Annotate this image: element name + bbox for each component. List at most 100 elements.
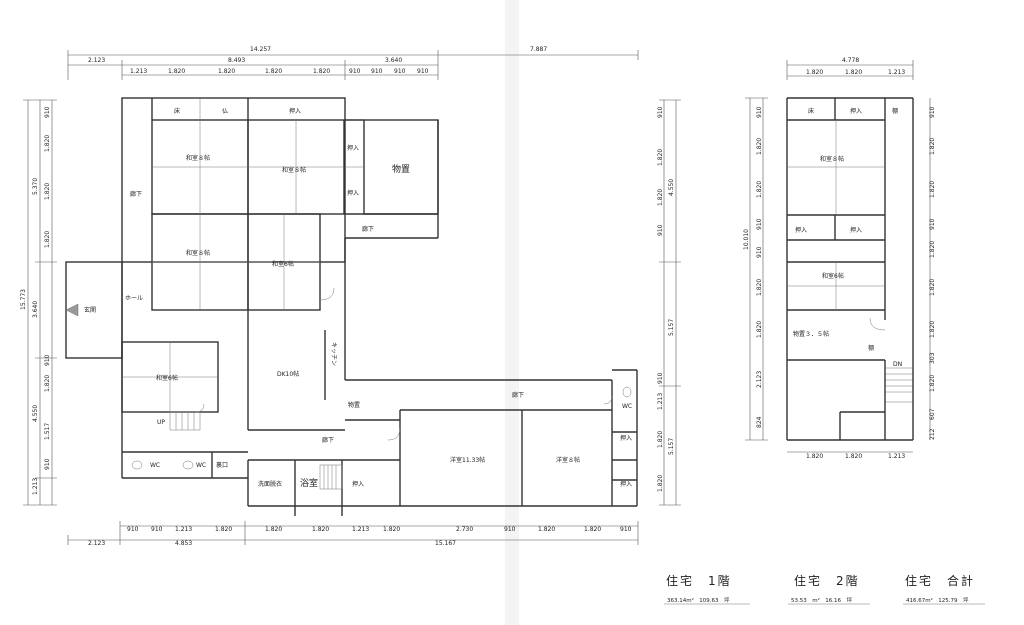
dim-right-in-4: 910 [657, 224, 664, 236]
f2-label-dn: DN [893, 361, 902, 368]
label-wc-c: WC [622, 403, 632, 410]
label-wc-b: WC [196, 462, 206, 469]
dim-bot-8: 1.820 [383, 526, 400, 533]
label-oshiire-b3: 押入 [620, 480, 632, 488]
label-dk: DK10帖 [277, 370, 299, 378]
f2-dim-top-3: 1.213 [888, 69, 905, 76]
f2-dim-r1: 910 [929, 106, 936, 118]
dim-top-a: 2.123 [88, 57, 105, 64]
title-block: 住宅 1階 住宅 2階 住宅 合計 363.14m² 109.63 坪 53.5… [664, 573, 985, 605]
label-kitchen: キッチン [330, 342, 337, 366]
dim-left-in-2: 1.820 [44, 135, 51, 152]
floor1-details [65, 98, 914, 490]
dim-left-in-7: 1.517 [44, 423, 51, 440]
floor1-room-labels: 床 仏 押入 和室８帖 和室８帖 和室８帖 和室6帖 和室6帖 押入 押入 物置… [84, 107, 632, 489]
f2-dim-l2: 1.820 [756, 138, 763, 155]
dim-right-in-5: 910 [657, 372, 664, 384]
dim-bot-4: 1.820 [215, 526, 232, 533]
floor2-walls [786, 97, 914, 441]
dim-top-d6: 910 [349, 68, 361, 75]
dim-left-in-6: 1.820 [44, 375, 51, 392]
label-toko-1f: 床 [174, 107, 180, 115]
dim-left-in-1: 910 [44, 106, 51, 118]
label-genkan: 玄関 [84, 306, 96, 314]
dim-left-in-5: 910 [44, 354, 51, 366]
f2-dim-r8: 303 [929, 352, 936, 364]
f2-dim-top-1: 1.820 [806, 69, 823, 76]
dim-total-1: 14.257 [250, 46, 271, 53]
f2-dim-left-outer: 10.010 [743, 229, 750, 250]
f2-label-oshiire-mid-1: 押入 [795, 226, 807, 234]
dim-top-d3: 1.820 [218, 68, 235, 75]
dim-top-d2: 1.820 [168, 68, 185, 75]
dim-bot-11: 1.820 [538, 526, 555, 533]
label-hall: ホール [125, 295, 143, 302]
floor1-left-dim-labels: 15.773 5.370 3.640 4.550 1.213 910 1.820… [20, 106, 51, 495]
dim-right-mid-1: 4.550 [668, 179, 675, 196]
floor2-dimensions [745, 60, 931, 453]
f2-label-tana-top: 棚 [892, 107, 898, 115]
dim-left-mid-2: 3.640 [32, 301, 39, 318]
label-oshiire-r1: 押入 [347, 144, 359, 152]
title-floor1: 住宅 1階 [666, 573, 732, 588]
floor1-top-dim-labels: 14.257 7.887 2.123 8.493 3.640 1.213 1.8… [88, 46, 547, 75]
f2-dim-l7: 1.820 [756, 321, 763, 338]
floor1-right-dim-labels: 910 1.820 1.820 910 910 1.213 1.820 1.82… [657, 106, 675, 492]
floor1-dimensions [23, 50, 681, 545]
f2-dim-r2: 1.820 [929, 138, 936, 155]
dim-right-in-2: 1.820 [657, 149, 664, 166]
f2-dim-r7: 1.820 [929, 321, 936, 338]
dim-top-b: 8.493 [228, 57, 245, 64]
f2-label-washitsu6: 和室6帖 [822, 272, 844, 280]
label-washitsu6-b: 和室6帖 [156, 374, 178, 382]
dim-top-d4: 1.820 [265, 68, 282, 75]
dim-right-in-6: 1.213 [657, 393, 664, 410]
label-yoshitsu8: 洋室８帖 [556, 456, 580, 464]
f2-dim-r5: 1.820 [929, 241, 936, 258]
dim-right-mid-3: 5.157 [668, 438, 675, 455]
label-wc-a: WC [150, 462, 160, 469]
f2-dim-r6: 1.820 [929, 279, 936, 296]
area-floor2: 53.53 m² 16.16 坪 [791, 596, 853, 604]
label-up: UP [157, 419, 165, 426]
f2-dim-bot-1: 1.820 [806, 453, 823, 460]
f2-dim-l3: 1.820 [756, 181, 763, 198]
dim-bot-total-a: 2.123 [88, 540, 105, 547]
dim-bot-10: 910 [504, 526, 516, 533]
label-yokushitsu: 浴室 [300, 477, 318, 489]
dim-bot-7: 1.213 [352, 526, 369, 533]
label-oshiire-top: 押入 [289, 107, 301, 115]
label-roka-d: 廊下 [512, 391, 524, 399]
dim-top-d5: 1.820 [313, 68, 330, 75]
f2-dim-r3: 1.820 [929, 181, 936, 198]
f2-dim-l1: 910 [756, 106, 763, 118]
f2-dim-top-2: 1.820 [845, 69, 862, 76]
label-oshiire-b2: 押入 [620, 434, 632, 442]
f2-dim-top: 4.778 [842, 57, 859, 64]
dim-top-d8: 910 [394, 68, 406, 75]
dim-right-in-1: 910 [657, 106, 664, 118]
floor2-dim-labels: 4.778 1.820 1.820 1.213 1.820 1.820 1.21… [743, 57, 936, 460]
dim-bot-2: 910 [151, 526, 163, 533]
dim-bot-6: 1.820 [312, 526, 329, 533]
f2-dim-r10: 607 [929, 408, 936, 420]
f2-dim-l9: 824 [756, 416, 763, 428]
label-uraguchi: 裏口 [216, 461, 228, 469]
area-floor1: 363.14m² 109.63 坪 [667, 596, 730, 604]
dim-bot-3: 1.213 [175, 526, 192, 533]
label-oshiire-b1: 押入 [352, 480, 364, 488]
f2-label-oshiire-mid-2: 押入 [850, 226, 862, 234]
f2-dim-l5: 910 [756, 246, 763, 258]
dim-total-2: 7.887 [530, 46, 547, 53]
dim-left-in-4: 1.820 [44, 231, 51, 248]
f2-label-toko: 床 [808, 107, 814, 115]
f2-dim-bot-3: 1.213 [888, 453, 905, 460]
f2-dim-bot-2: 1.820 [845, 453, 862, 460]
f2-dim-r4: 910 [929, 218, 936, 230]
dim-left-mid-3: 4.550 [32, 405, 39, 422]
floor2-room-labels: 床 押入 棚 和室８帖 押入 押入 和室6帖 物置３．５帖 棚 DN [793, 107, 902, 368]
dim-bot-total-b: 4.853 [175, 540, 192, 547]
f2-dim-r9: 1.820 [929, 375, 936, 392]
label-monooki-a: 物置 [392, 163, 410, 175]
